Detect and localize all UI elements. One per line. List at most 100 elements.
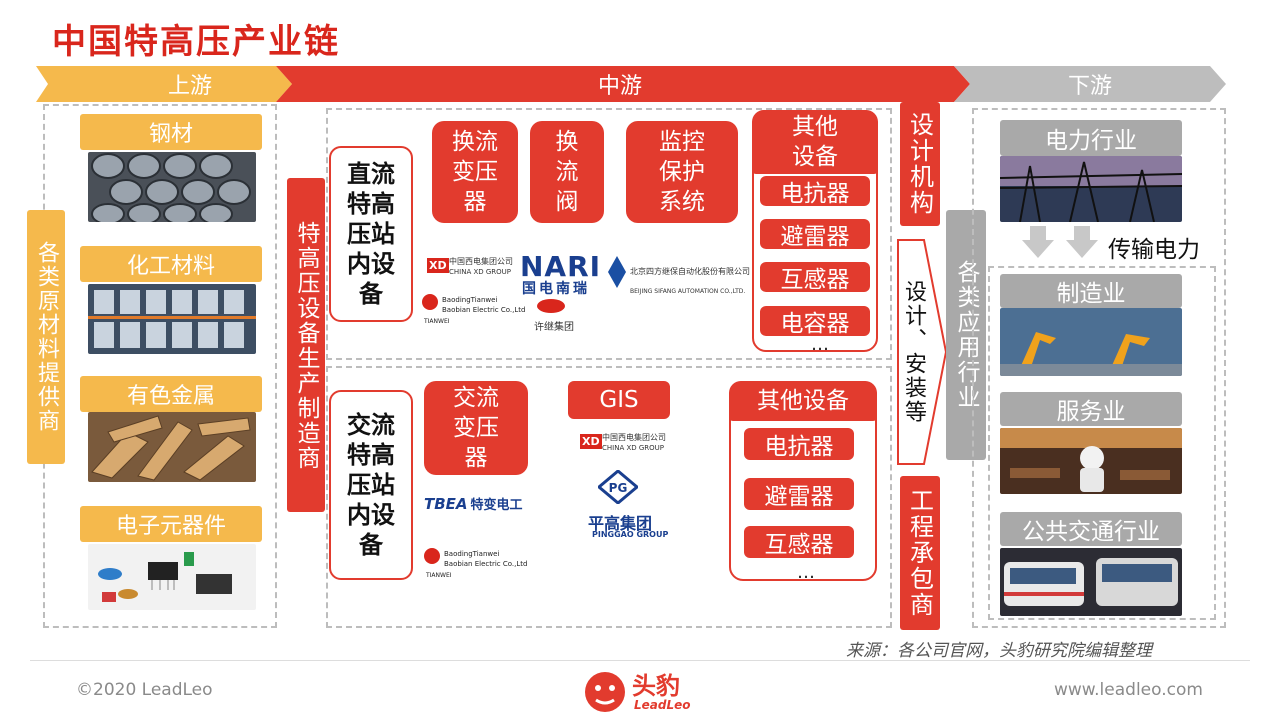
tianwei-logo-line1: BaodingTianwei bbox=[442, 296, 498, 304]
ac-other-item: 互感器 bbox=[744, 526, 854, 558]
logo-en: LeadLeo bbox=[634, 698, 691, 712]
dc-other-title: 其他设备 bbox=[792, 114, 838, 170]
page-title: 中国特高压产业链 bbox=[52, 22, 340, 62]
xd-logo: XD 中国西电集团公司 CHINA XD GROUP bbox=[427, 256, 517, 286]
xd-logo-en: CHINA XD GROUP bbox=[602, 444, 665, 452]
tianwei-logo-line2: Baobian Electric Co.,Ltd bbox=[444, 560, 528, 568]
design-arrow-shape bbox=[897, 239, 948, 465]
sifang-logo-mark bbox=[608, 256, 626, 288]
ac-other-item: 避雷器 bbox=[744, 478, 854, 510]
ac-other-item: 电抗器 bbox=[744, 428, 854, 460]
pinggao-logo-mark: PG bbox=[598, 470, 638, 504]
tianwei-logo-line3: TIANWEI bbox=[424, 318, 450, 325]
ac-panel bbox=[326, 366, 892, 628]
manufacturer-label-bg bbox=[287, 178, 325, 512]
ac-equipment-transformer: 交流变压器 bbox=[424, 381, 528, 475]
midstream-arrow-shape bbox=[276, 66, 970, 102]
upstream-arrow-shape bbox=[36, 66, 292, 102]
stage-midstream: 中游 bbox=[597, 74, 642, 99]
downstream-panel bbox=[972, 108, 1226, 628]
leopard-icon bbox=[585, 672, 625, 712]
xd-logo-ac: XD 中国西电集团公司 CHINA XD GROUP bbox=[580, 432, 670, 462]
transmit-arrows-icon bbox=[1022, 226, 1098, 258]
tianwei-logo-mark bbox=[424, 548, 440, 564]
dc-equipment-converter-transformer: 换流变压器 bbox=[432, 121, 518, 223]
electronic-components-image bbox=[88, 544, 256, 610]
xd-logo-mark: XD bbox=[427, 258, 449, 273]
industry-label-service: 服务业 bbox=[1000, 392, 1182, 426]
public-transit-image bbox=[1000, 548, 1182, 616]
dc-equipment-monitoring: 监控保护系统 bbox=[626, 121, 738, 223]
dc-panel bbox=[326, 108, 892, 360]
tbea-logo: TBEA 特变电工 bbox=[424, 494, 524, 514]
tbea-logo-en: TBEA bbox=[424, 494, 468, 513]
dc-equipment-label: 换流变压器 bbox=[452, 129, 498, 215]
stage-arrow-bar bbox=[36, 66, 1226, 102]
xd-logo-en: CHINA XD GROUP bbox=[449, 268, 512, 276]
stage-upstream: 上游 bbox=[167, 74, 212, 99]
industry-label-power: 电力行业 bbox=[1000, 120, 1182, 156]
tbea-logo-cn: 特变电工 bbox=[470, 498, 523, 513]
svg-text:PG: PG bbox=[609, 481, 628, 495]
xd-logo-cn: 中国西电集团公司 bbox=[602, 433, 666, 442]
ac-station-box: 交流特高压站内设备 bbox=[329, 390, 413, 580]
tianwei-logo-line1: BaodingTianwei bbox=[444, 550, 500, 558]
ac-other-title: 其他设备 bbox=[729, 381, 877, 421]
downstream-arrow-shape bbox=[954, 66, 1226, 102]
xj-logo-text: 许继集团 bbox=[534, 322, 574, 333]
upstream-side-label: 各类原材料提供商 bbox=[27, 210, 65, 464]
transmit-power-label: 传输电力 bbox=[1108, 237, 1200, 263]
manufacturing-image bbox=[1000, 308, 1182, 376]
pinggao-logo-cn: 平高集团 bbox=[588, 514, 653, 533]
source-note: 来源：各公司官网，头豹研究院编辑整理 bbox=[846, 641, 1152, 661]
nonferrous-metal-image bbox=[88, 412, 256, 482]
footer-website: www.leadleo.com bbox=[1054, 680, 1203, 700]
downstream-inner-panel bbox=[988, 266, 1216, 620]
tianwei-logo-line3: TIANWEI bbox=[426, 572, 452, 579]
material-label-electronics: 电子元器件 bbox=[80, 506, 262, 542]
stage-downstream: 下游 bbox=[1067, 74, 1112, 99]
ac-equipment-label: 交流变压器 bbox=[453, 385, 499, 471]
nari-logo-cn: 国电南瑞 bbox=[522, 281, 590, 297]
dc-equipment-converter-valve: 换流阀 bbox=[530, 121, 604, 223]
tianwei-logo-ac: BaodingTianwei Baobian Electric Co.,Ltd … bbox=[424, 544, 527, 586]
xj-logo-mark bbox=[537, 299, 565, 313]
dc-other-item: 电抗器 bbox=[760, 176, 870, 207]
tianwei-logo-line2: Baobian Electric Co.,Ltd bbox=[442, 306, 526, 314]
service-industry-image bbox=[1000, 428, 1182, 494]
dc-equipment-label: 换流阀 bbox=[555, 129, 579, 215]
material-label-metal: 有色金属 bbox=[80, 376, 262, 412]
dc-equipment-label: 监控保护系统 bbox=[659, 129, 705, 215]
downstream-side-label: 各类应用行业 bbox=[946, 210, 986, 460]
pinggao-logo-en: PINGGAO GROUP bbox=[592, 530, 669, 539]
manufacturer-side-label: 特高压设备生产制造商 bbox=[293, 221, 319, 471]
sifang-logo-en: BEIJING SIFANG AUTOMATION CO.,LTD. bbox=[630, 288, 746, 295]
ac-equipment-gis: GIS bbox=[568, 381, 670, 419]
ac-station-label: 交流特高压站内设备 bbox=[347, 411, 395, 559]
dc-station-label: 直流特高压站内设备 bbox=[347, 160, 395, 308]
material-label-chemical: 化工材料 bbox=[80, 246, 262, 282]
footer-divider bbox=[30, 660, 1250, 661]
chemical-materials-image bbox=[88, 284, 256, 354]
tianwei-logo-mark bbox=[422, 294, 438, 310]
design-arrow-label: 设计、安装等 bbox=[901, 280, 926, 424]
logo-cn: 头豹 bbox=[632, 672, 680, 700]
dc-station-box: 直流特高压站内设备 bbox=[329, 146, 413, 322]
leadleo-logo: 头豹 LeadLeo bbox=[582, 664, 702, 718]
dc-other-title-box: 其他设备 bbox=[752, 110, 878, 174]
material-label-steel: 钢材 bbox=[80, 114, 262, 150]
ac-other-ellipsis: … bbox=[797, 562, 815, 583]
tianwei-logo: BaodingTianwei Baobian Electric Co.,Ltd … bbox=[422, 292, 525, 332]
industry-label-manufacturing: 制造业 bbox=[1000, 274, 1182, 308]
xd-logo-cn: 中国西电集团公司 bbox=[449, 257, 513, 266]
design-institute-label: 设计机构 bbox=[900, 102, 940, 226]
footer-copyright: ©2020 LeadLeo bbox=[76, 680, 213, 700]
dc-other-item: 电容器 bbox=[760, 306, 870, 337]
dc-other-item: 避雷器 bbox=[760, 219, 870, 250]
power-industry-image bbox=[1000, 156, 1182, 222]
sifang-logo-cn: 北京四方继保自动化股份有限公司 bbox=[630, 267, 750, 276]
contractor-label: 工程承包商 bbox=[900, 476, 940, 630]
dc-other-ellipsis: … bbox=[811, 334, 829, 355]
nari-logo: NARI bbox=[520, 250, 602, 283]
steel-pipes-image bbox=[88, 152, 256, 222]
